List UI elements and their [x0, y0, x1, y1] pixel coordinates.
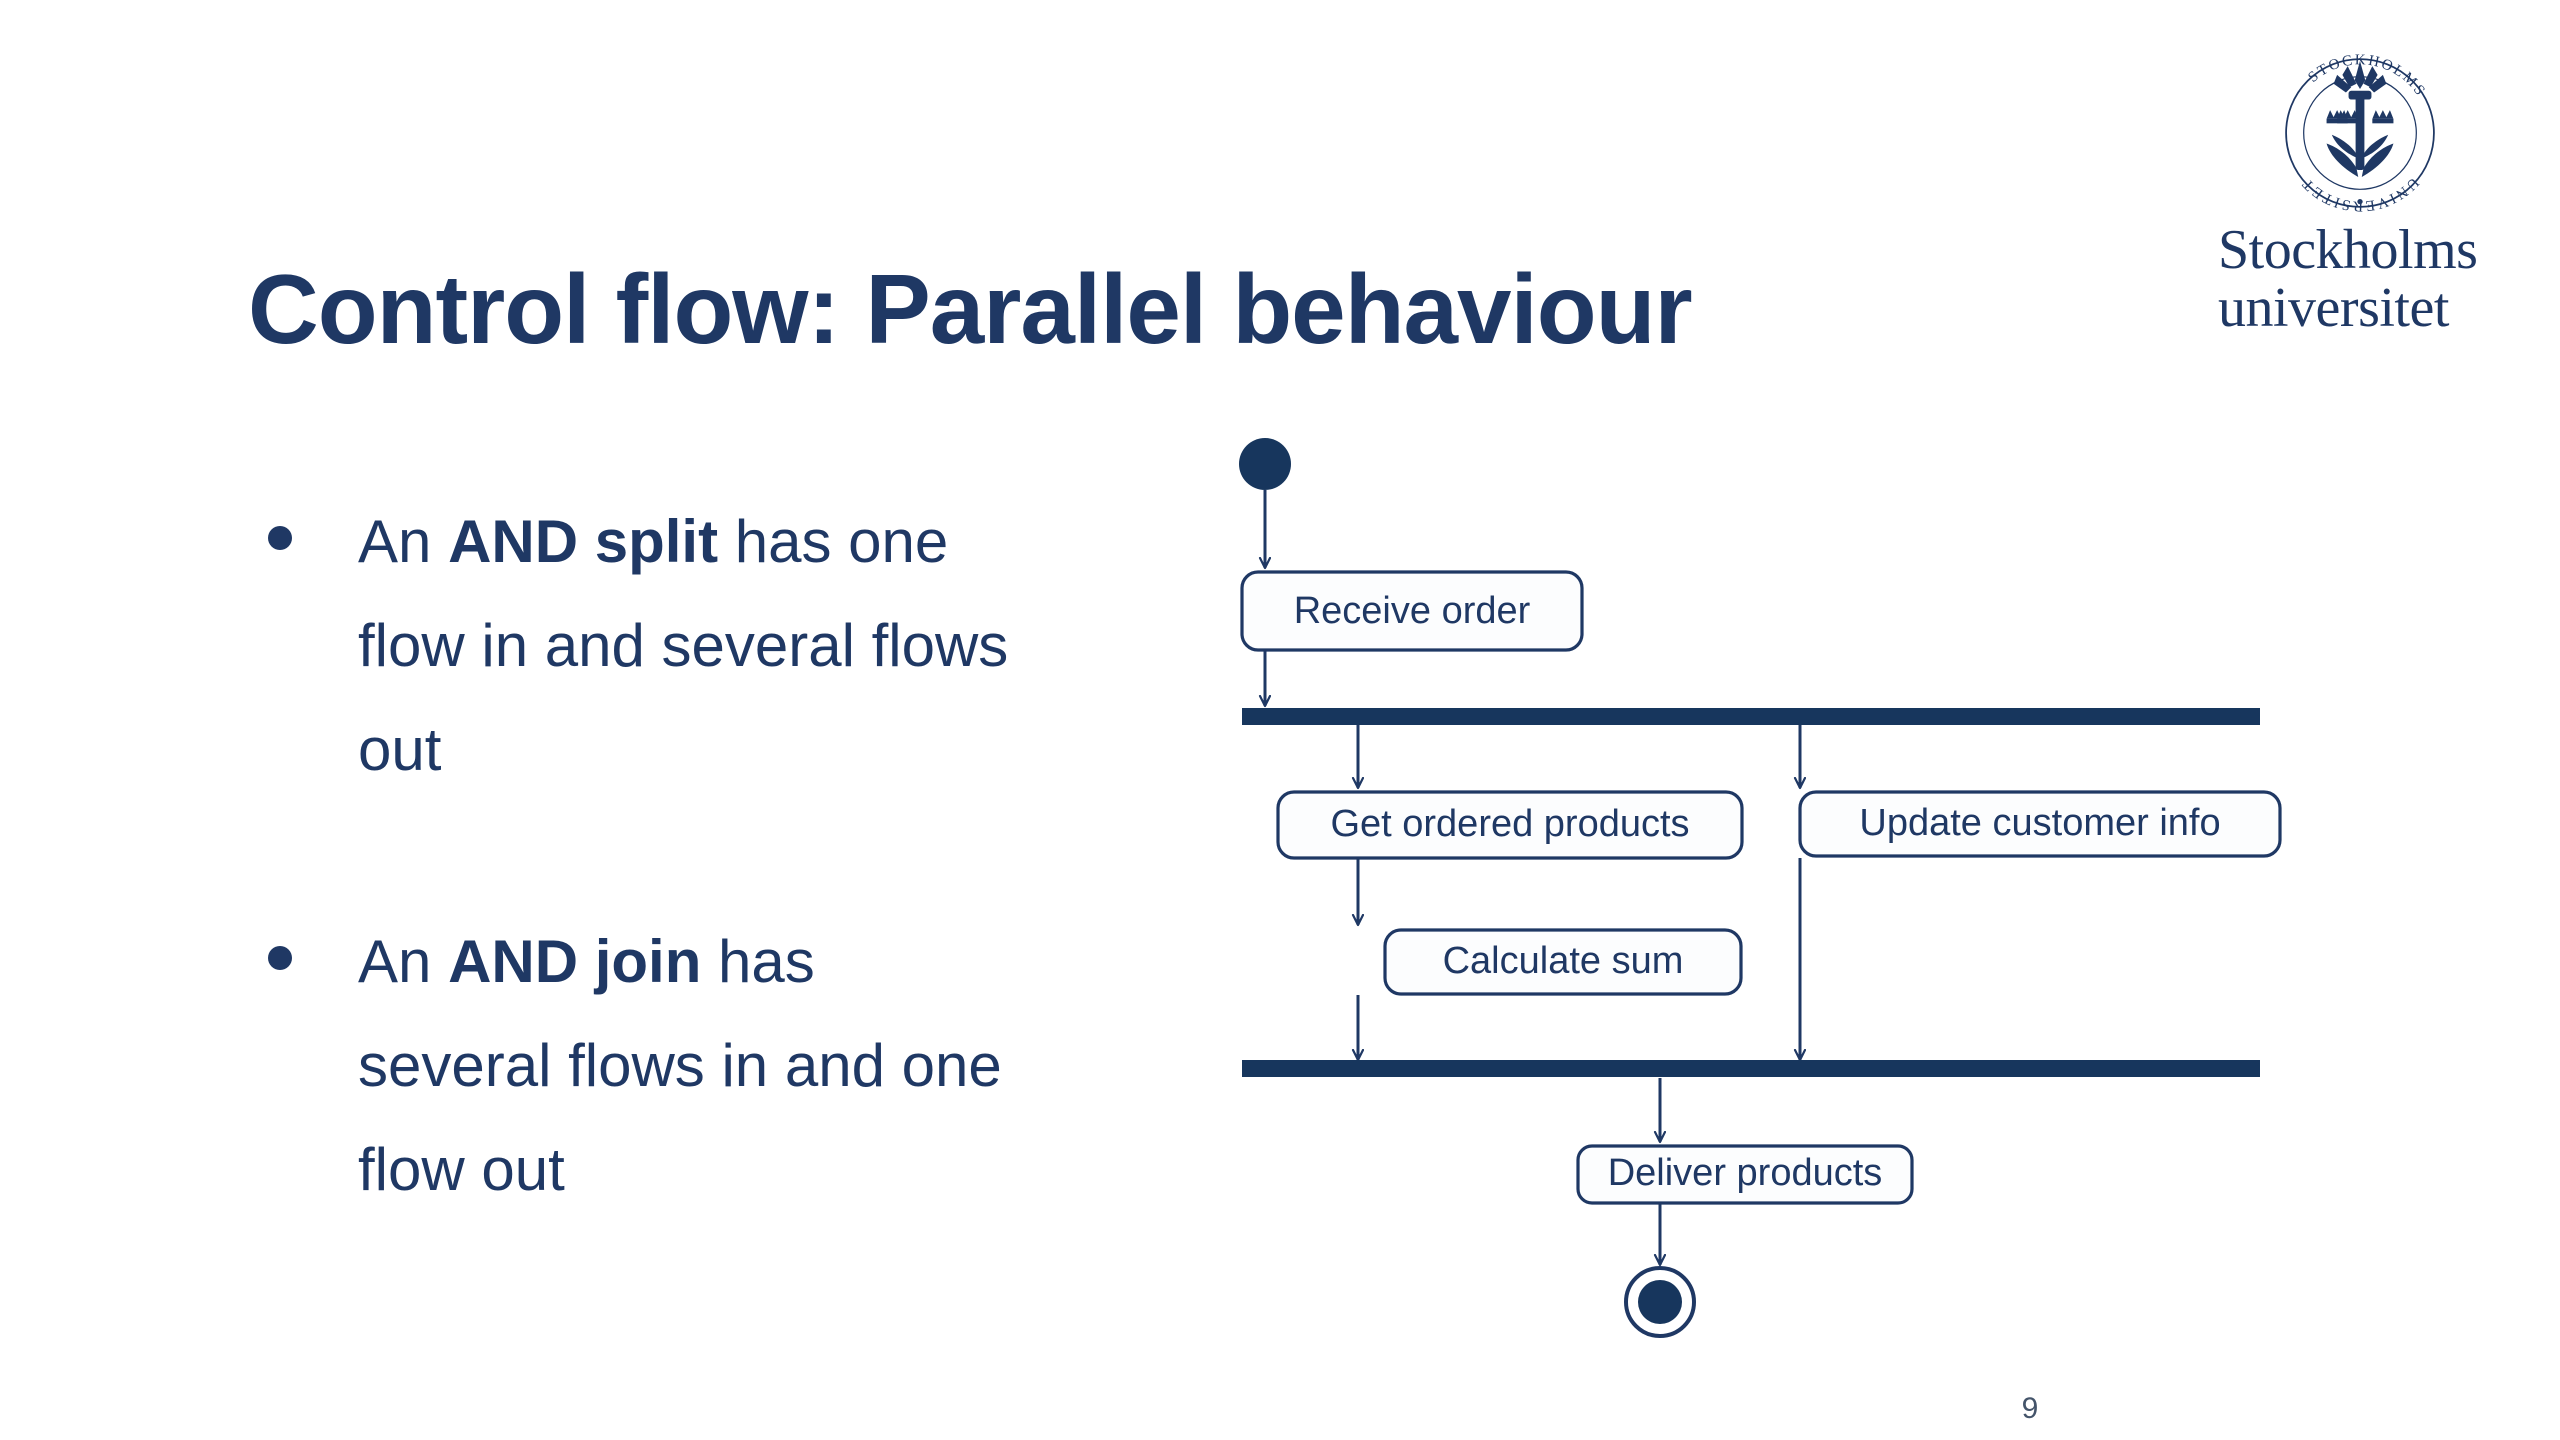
action-label-get-ordered-products: Get ordered products [1330, 803, 1689, 845]
final-node-icon [1624, 1266, 1696, 1338]
university-seal-icon: STOCKHOLMS UNIVERSITET [2285, 52, 2435, 214]
stockholm-university-logo: STOCKHOLMS UNIVERSITET [2218, 45, 2518, 337]
bullet-dot-icon [268, 526, 292, 550]
bullet-1-prefix: An [358, 508, 449, 575]
action-node-get-ordered-products: Get ordered products [1276, 790, 1744, 860]
logo-wordmark-line2: universitet [2218, 277, 2449, 339]
action-label-deliver-products: Deliver products [1608, 1152, 1883, 1194]
bullet-dot-icon [268, 946, 292, 970]
action-node-receive-order: Receive order [1240, 570, 1584, 652]
initial-node-icon [1239, 438, 1291, 490]
action-node-deliver-products: Deliver products [1576, 1144, 1914, 1205]
uml-activity-diagram: Receive order Get ordered products Updat… [1180, 420, 2360, 1380]
bullet-1-suffix: has one flow in and several flows out [358, 508, 1009, 783]
join-bar [1242, 1060, 2260, 1077]
fork-bar [1242, 708, 2260, 725]
bullet-text-1: An AND split has one flow in and several… [358, 508, 1008, 783]
action-label-calculate-sum: Calculate sum [1443, 940, 1684, 982]
bullet-2-suffix: has several flows in and one flow out [358, 928, 1002, 1203]
action-node-update-customer-info: Update customer info [1798, 790, 2282, 858]
action-node-calculate-sum: Calculate sum [1383, 928, 1743, 996]
svg-text:UNIVERSITET: UNIVERSITET [2298, 174, 2421, 214]
bullet-2-prefix: An [358, 928, 449, 995]
action-label-receive-order: Receive order [1294, 590, 1531, 632]
bullet-2-bold: AND join [448, 928, 702, 995]
action-label-update-customer-info: Update customer info [1859, 802, 2220, 844]
logo-wordmark-line1: Stockholms [2218, 219, 2478, 281]
list-item: An AND split has one flow in and several… [250, 490, 1010, 802]
page-title: Control flow: Parallel behaviour [248, 253, 1693, 364]
list-item: An AND join has several flows in and one… [250, 910, 1010, 1222]
logo-wordmark: Stockholms universitet [2218, 221, 2518, 337]
bullet-1-bold: AND split [448, 508, 719, 575]
bullet-text-2: An AND join has several flows in and one… [358, 928, 1002, 1203]
bullet-list: An AND split has one flow in and several… [250, 490, 1010, 1222]
page-number: 9 [2021, 1392, 2039, 1425]
